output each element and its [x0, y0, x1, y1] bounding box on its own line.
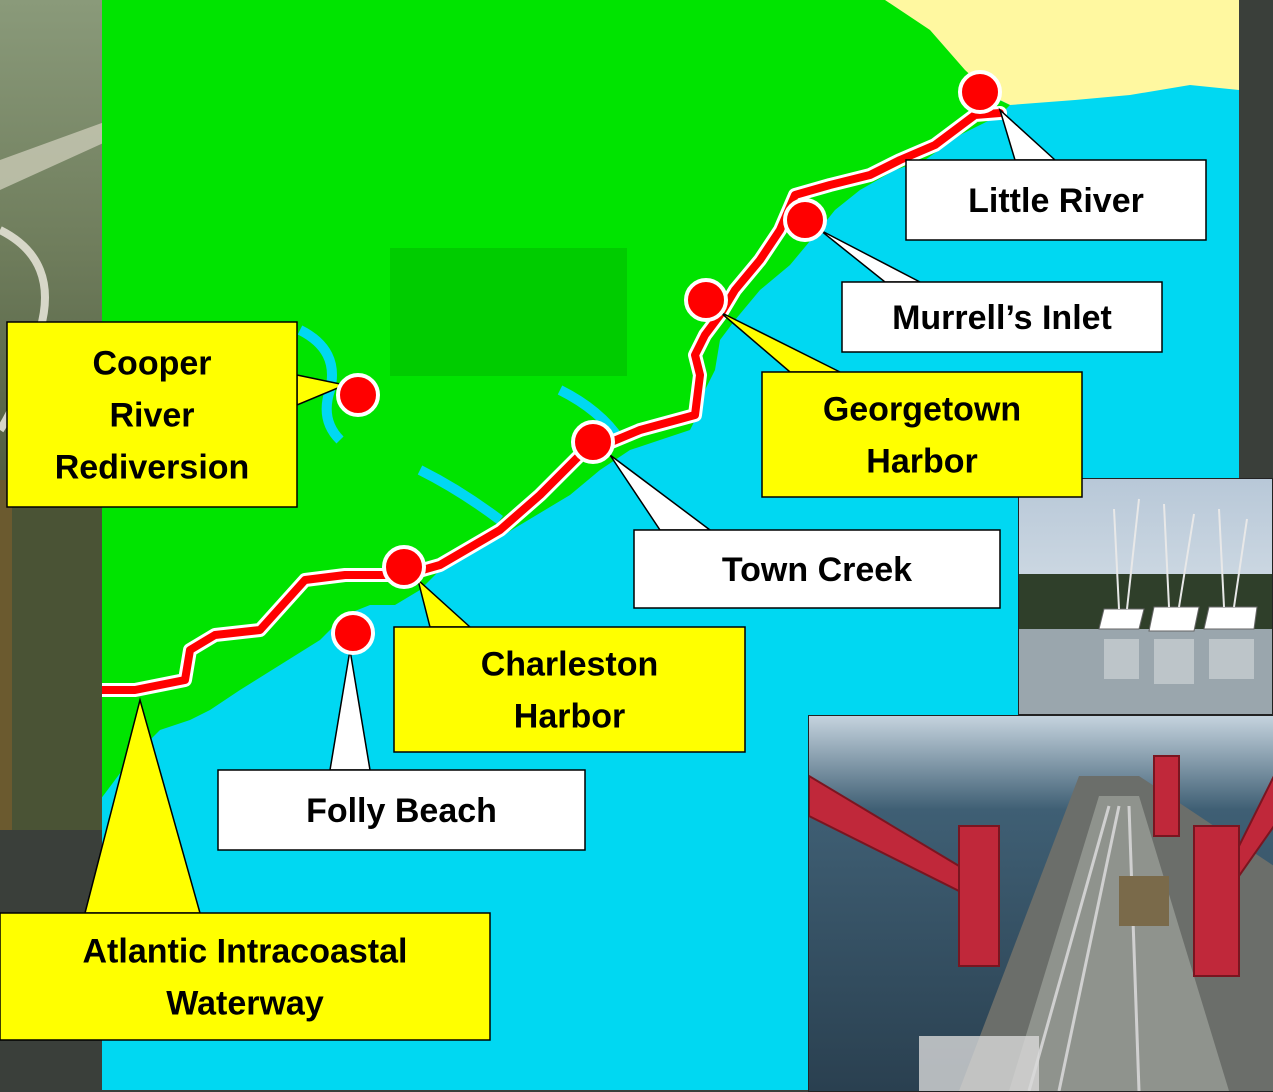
- little-river-callout-box: [905, 159, 1207, 241]
- cooper-river-rediversion-label-line: River: [109, 397, 194, 435]
- cooper-river-rediversion-callout-box: [6, 321, 298, 508]
- map-legend-patch: [390, 248, 627, 376]
- georgetown-harbor-label-line: Harbor: [866, 443, 977, 481]
- charleston-harbor-callout-pointer: [416, 577, 472, 628]
- town-creek-label-line: Town Creek: [722, 551, 912, 589]
- charleston-harbor-label-line: Charleston: [481, 646, 659, 684]
- shrimp-boats-graphic: [1019, 479, 1272, 714]
- little-river-callout[interactable]: Little River: [905, 159, 1207, 241]
- murrells-inlet-marker[interactable]: [783, 198, 827, 242]
- folly-beach-label-line: Folly Beach: [306, 792, 497, 830]
- waterway-route: [102, 106, 1007, 697]
- charleston-harbor-label-line: Harbor: [514, 698, 625, 736]
- atlantic-intracoastal-waterway-label-line: Waterway: [166, 985, 324, 1023]
- murrells-inlet-callout[interactable]: Murrell’s Inlet: [841, 281, 1163, 353]
- murrells-inlet-label-line: Murrell’s Inlet: [892, 299, 1112, 337]
- georgetown-harbor-label-line: Georgetown: [823, 391, 1021, 429]
- murrells-inlet-callout-pointer: [819, 229, 921, 283]
- murrells-inlet-callout-box: [841, 281, 1163, 353]
- town-creek-callout[interactable]: Town Creek: [633, 529, 1001, 609]
- charleston-harbor-callout-box: [393, 626, 746, 753]
- dredge-deck-photo: [808, 715, 1273, 1092]
- shrimp-boats-photo: [1018, 478, 1273, 715]
- atlantic-intracoastal-waterway-callout-box: [0, 912, 491, 1041]
- cooper-river-rediversion-label-line: Cooper: [93, 345, 212, 383]
- cooper-river-rediversion-marker[interactable]: [336, 373, 380, 417]
- folly-beach-callout-box: [217, 769, 586, 851]
- town-creek-callout-pointer: [609, 454, 713, 531]
- little-river-label-line: Little River: [968, 182, 1144, 220]
- folly-beach-callout[interactable]: Folly Beach: [217, 769, 586, 851]
- town-creek-marker[interactable]: [571, 420, 615, 464]
- little-river-callout-pointer: [998, 107, 1057, 161]
- georgetown-harbor-callout-box: [761, 371, 1083, 498]
- folly-beach-marker[interactable]: [331, 611, 375, 655]
- dredge-deck-graphic: [809, 716, 1273, 1091]
- atlantic-intracoastal-waterway-callout-pointer: [84, 697, 201, 914]
- cooper-river-rediversion-label-line: Rediversion: [55, 449, 250, 487]
- folly-beach-callout-pointer: [329, 649, 371, 771]
- charleston-harbor-marker[interactable]: [382, 545, 426, 589]
- little-river-marker[interactable]: [958, 70, 1002, 114]
- georgetown-harbor-callout-pointer: [719, 311, 841, 373]
- town-creek-callout-box: [633, 529, 1001, 609]
- atlantic-intracoastal-waterway-label-line: Atlantic Intracoastal: [83, 933, 408, 971]
- georgetown-harbor-marker[interactable]: [684, 278, 728, 322]
